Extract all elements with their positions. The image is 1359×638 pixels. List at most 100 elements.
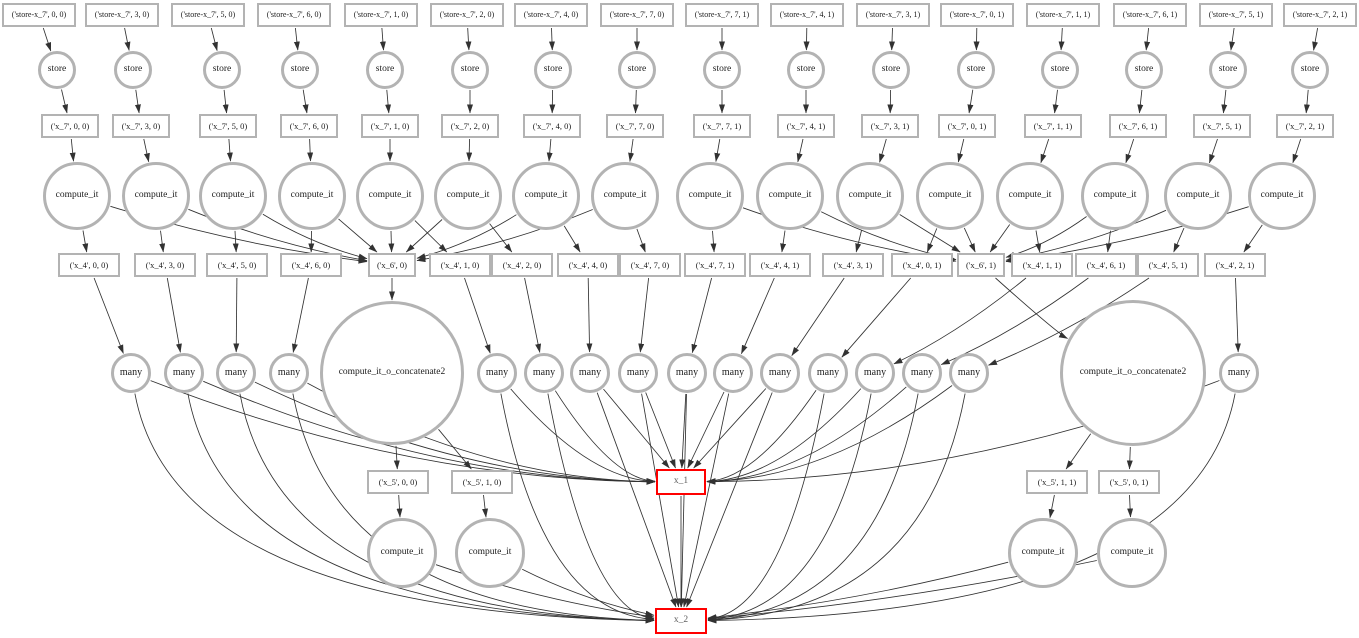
graph-node-x4-7-1: ('x_4', 7, 1) (684, 253, 746, 277)
graph-node-x4-4-0: ('x_4', 4, 0) (557, 253, 619, 277)
graph-node-cp-3-0: compute_it (122, 162, 190, 230)
graph-node-x4-5-1: ('x_4', 5, 1) (1137, 253, 1199, 277)
graph-node-label: ('x_6', 0) (377, 259, 407, 270)
graph-node-cb-0-1: compute_it (1097, 518, 1167, 588)
graph-edge-sc_3_0--x7_3_0 (134, 89, 141, 114)
graph-edge-x4_6_0--many_6_0 (291, 277, 309, 353)
graph-node-label: ('store-x_7', 5, 1) (1208, 10, 1264, 19)
graph-node-label: compute_it_o_concatenate2 (1079, 367, 1187, 378)
graph-node-cp-5-1: compute_it (1164, 162, 1232, 230)
graph-node-label: many (119, 367, 143, 378)
graph-node-x7-6-0: ('x_7', 6, 0) (280, 114, 338, 138)
graph-edge-many_7_0--x1 (645, 392, 676, 469)
graph-node-x7-4-1: ('x_7', 4, 1) (777, 114, 835, 138)
graph-node-sb-1-1: ('store-x_7', 1, 1) (1026, 3, 1100, 27)
graph-node-label: ('x_4', 0, 0) (69, 259, 109, 270)
graph-edge-sc_5_1--x7_5_1 (1221, 89, 1228, 114)
graph-edge-x5_1_0--cb_1_0 (482, 494, 489, 518)
graph-node-label: compute_it (688, 190, 732, 201)
graph-node-cp-1-1: compute_it (996, 162, 1064, 230)
graph-edge-many_2_0--x1 (554, 390, 656, 484)
graph-node-x4-3-0: ('x_4', 3, 0) (134, 253, 196, 277)
graph-edge-cp_3_1--x6_1 (899, 214, 961, 253)
graph-edge-x4_4_0--many_4_0 (586, 277, 593, 353)
graph-edge-x4_5_1--many_5_1 (988, 277, 1150, 366)
graph-node-label: ('x_6', 1) (966, 259, 996, 270)
graph-edge-x4_4_1--many_4_1 (741, 277, 775, 355)
graph-node-label: many (863, 367, 887, 378)
graph-node-label: ('x_4', 5, 1) (1148, 259, 1188, 270)
graph-node-many-2-0: many (524, 353, 564, 393)
graph-node-x4-2-1: ('x_4', 2, 1) (1204, 253, 1266, 277)
graph-edge-cb_1_0--x2 (522, 568, 655, 617)
graph-node-sc-4-0: store (534, 51, 572, 89)
graph-node-label: ('x_4', 2, 1) (1215, 259, 1255, 270)
graph-node-label: compute_it (211, 190, 255, 201)
graph-node-x7-5-1: ('x_7', 5, 1) (1193, 114, 1251, 138)
graph-node-x7-1-0: ('x_7', 1, 0) (361, 114, 419, 138)
graph-edge-many_7_1--x1 (679, 393, 687, 469)
graph-edge-cp_0_1--x4_0_1 (926, 228, 938, 253)
graph-edge-many_6_1--x1 (706, 386, 907, 485)
graph-edge-many_5_1--x2 (707, 393, 966, 623)
graph-node-label: compute_it (928, 190, 972, 201)
graph-node-label: ('x_4', 7, 1) (695, 259, 735, 270)
graph-edge-many_5_0--x2 (239, 393, 655, 624)
graph-node-sb-7-1: ('store-x_7', 7, 1) (685, 3, 759, 27)
graph-node-cp-6-0: compute_it (278, 162, 346, 230)
graph-node-label: store (290, 64, 310, 75)
graph-edge-big_0--x5_1_0 (438, 429, 472, 470)
graph-node-sb-0-1: ('store-x_7', 0, 1) (940, 3, 1014, 27)
graph-node-x7-2-0: ('x_7', 2, 0) (441, 114, 499, 138)
graph-node-many-0-0: many (111, 353, 151, 393)
graph-node-label: ('x_5', 1, 0) (462, 476, 502, 487)
graph-node-x2: x_2 (655, 608, 707, 634)
graph-edge-cp_5_0--x6_0 (262, 213, 368, 260)
graph-edge-cp_0_0--x4_0_0 (82, 230, 89, 253)
graph-node-sc-2-1: store (1291, 51, 1329, 89)
graph-node-label: ('store-x_7', 3, 1) (865, 10, 921, 19)
graph-node-label: ('x_7', 1, 1) (1033, 120, 1073, 131)
graph-node-label: store (966, 64, 986, 75)
graph-edge-sb_0_0--sc_0_0 (42, 27, 52, 52)
graph-node-many-4-1: many (713, 353, 753, 393)
graph-node-label: x_2 (673, 615, 689, 626)
graph-node-x4-3-1: ('x_4', 3, 1) (822, 253, 884, 277)
graph-edge-x5_1_1--cb_1_1 (1048, 494, 1055, 519)
graph-node-many-1-1: many (855, 353, 895, 393)
graph-node-x5-0-0: ('x_5', 0, 0) (367, 470, 429, 494)
graph-node-cb-1-0: compute_it (455, 518, 525, 588)
graph-node-label: store (627, 64, 647, 75)
graph-edge-x7_0_0--cp_0_0 (69, 138, 76, 162)
graph-edge-x7_3_1--cp_3_1 (879, 138, 887, 163)
graph-node-x4-0-0: ('x_4', 0, 0) (58, 253, 120, 277)
graph-node-label: ('store-x_7', 5, 0) (180, 10, 236, 19)
graph-edge-many_1_0--x2 (500, 393, 655, 622)
graph-node-label: compute_it (1093, 190, 1137, 201)
graph-edge-x7_7_1--cp_7_1 (714, 138, 721, 162)
graph-node-label: ('x_7', 7, 1) (702, 120, 742, 131)
graph-node-x7-1-1: ('x_7', 1, 1) (1024, 114, 1082, 138)
graph-edge-x7_6_0--cp_6_0 (307, 138, 314, 162)
graph-edge-many_4_0--x1 (603, 388, 670, 469)
graph-edge-sb_2_1--sc_2_1 (1312, 27, 1319, 51)
graph-node-many-3-1: many (760, 353, 800, 393)
graph-node-label: ('store-x_7', 4, 0) (523, 10, 579, 19)
graph-node-x7-0-0: ('x_7', 0, 0) (41, 114, 99, 138)
graph-node-label: ('x_7', 2, 0) (450, 120, 490, 131)
graph-edge-many_0_0--x1 (150, 380, 656, 485)
graph-node-sb-1-0: ('store-x_7', 1, 0) (344, 3, 418, 27)
graph-node-cp-0-0: compute_it (43, 162, 111, 230)
graph-edge-sc_6_0--x7_6_0 (302, 89, 309, 114)
graph-edge-sb_6_1--sc_6_1 (1144, 27, 1151, 51)
graph-edge-many_3_1--x1 (693, 388, 767, 469)
graph-edge-sc_1_1--x7_1_1 (1052, 89, 1059, 114)
graph-node-x7-2-1: ('x_7', 2, 1) (1276, 114, 1334, 138)
graph-node-label: compute_it (768, 190, 812, 201)
graph-edge-cp_6_0--x6_0 (338, 218, 378, 253)
graph-node-label: store (881, 64, 901, 75)
graph-node-x7-7-1: ('x_7', 7, 1) (693, 114, 751, 138)
graph-node-sc-7-0: store (618, 51, 656, 89)
graph-edge-sc_0_1--x7_0_1 (967, 89, 974, 114)
graph-node-label: ('x_7', 2, 1) (1285, 120, 1325, 131)
